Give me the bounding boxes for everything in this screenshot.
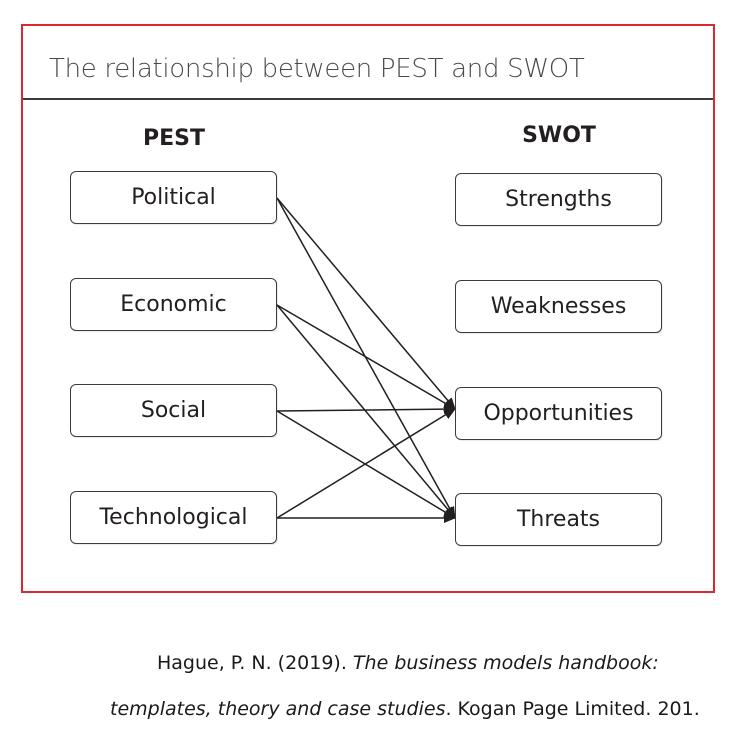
- swot-heading: SWOT: [522, 123, 596, 148]
- figure-title: The relationship between PEST and SWOT: [49, 54, 585, 84]
- pest-box-political: Political: [70, 171, 277, 224]
- pest-box-social: Social: [70, 384, 277, 437]
- citation-author-year: Hague, P. N. (2019).: [157, 652, 353, 674]
- swot-box-threats: Threats: [455, 493, 662, 546]
- citation-book-title-part2: templates, theory and case studies: [110, 698, 446, 720]
- pest-box-technological: Technological: [70, 491, 277, 544]
- swot-box-weaknesses: Weaknesses: [455, 280, 662, 333]
- citation-book-title-part1: The business models handbook:: [352, 652, 659, 674]
- pest-heading: PEST: [142, 126, 205, 151]
- pest-box-economic: Economic: [70, 278, 277, 331]
- swot-box-opportunities: Opportunities: [455, 387, 662, 440]
- citation-publisher: . Kogan Page Limited. 201.: [445, 698, 700, 720]
- title-divider: [23, 98, 713, 100]
- citation-line-1: Hague, P. N. (2019). The business models…: [157, 652, 659, 674]
- swot-box-strengths: Strengths: [455, 173, 662, 226]
- figure-frame: The relationship between PEST and SWOT: [21, 24, 715, 593]
- citation-line-2: templates, theory and case studies. Koga…: [110, 698, 700, 720]
